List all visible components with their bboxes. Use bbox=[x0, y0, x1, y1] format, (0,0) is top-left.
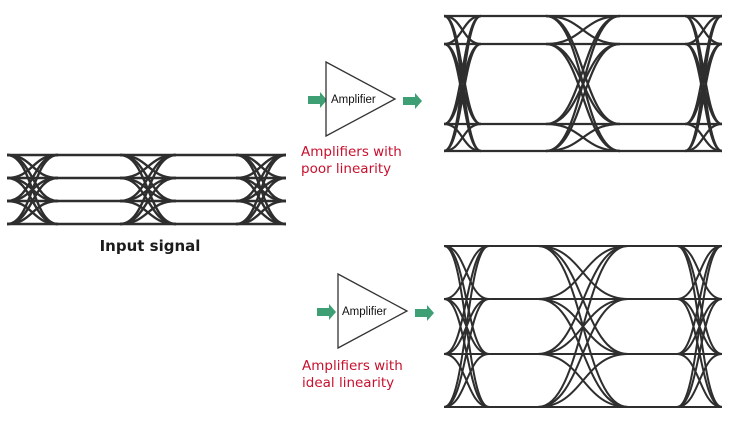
eye-transition-trace bbox=[443, 14, 482, 46]
amplifier-triangle-icon bbox=[325, 60, 397, 138]
eye-transition-trace bbox=[537, 245, 629, 355]
eye-transition-trace bbox=[443, 298, 490, 408]
eye-transition-trace bbox=[676, 298, 723, 408]
eye-transition-trace bbox=[545, 14, 621, 46]
eye-transition-trace bbox=[537, 353, 629, 408]
arrow-out-top bbox=[403, 93, 422, 109]
eye-transition-trace bbox=[6, 199, 59, 226]
eye-transition-trace bbox=[443, 122, 482, 153]
input-eye-diagram bbox=[6, 153, 287, 226]
eye-transition-trace bbox=[443, 14, 482, 153]
eye-transition-trace bbox=[676, 245, 723, 300]
ideal-linearity-caption-line2: ideal linearity bbox=[302, 375, 394, 391]
eye-transition-trace bbox=[545, 122, 621, 153]
poor-linearity-caption-line1: Amplifiers with bbox=[301, 144, 402, 160]
poor-linearity-eye-diagram bbox=[443, 14, 723, 153]
eye-transition-trace bbox=[537, 245, 629, 408]
amplifier-triangle-icon bbox=[337, 272, 409, 350]
eye-transition-trace bbox=[119, 199, 177, 226]
eye-transition-trace bbox=[676, 353, 723, 408]
eye-transition-trace bbox=[545, 14, 621, 126]
ideal-linearity-eye-diagram bbox=[443, 245, 723, 408]
eye-transition-trace bbox=[684, 122, 723, 153]
eye-transition-trace bbox=[443, 245, 490, 408]
eye-transition-trace bbox=[545, 42, 621, 153]
eye-transition-trace bbox=[537, 245, 629, 300]
eye-transition-trace bbox=[684, 14, 723, 153]
input-signal-label: Input signal bbox=[100, 237, 201, 255]
eye-transition-trace bbox=[684, 42, 723, 153]
amplifier-top-label: Amplifier bbox=[331, 94, 376, 106]
eye-transition-trace bbox=[443, 14, 482, 126]
eye-transition-trace bbox=[545, 14, 621, 153]
ideal-linearity-caption-line1: Amplifiers with bbox=[302, 358, 403, 374]
amplifier-top: Amplifier bbox=[325, 60, 397, 138]
arrow-out-bottom bbox=[415, 305, 434, 321]
amplifier-bottom: Amplifier bbox=[337, 272, 409, 350]
amplifier-bottom-label: Amplifier bbox=[342, 306, 387, 318]
eye-transition-trace bbox=[443, 353, 490, 408]
eye-transition-trace bbox=[684, 14, 723, 126]
eye-transition-trace bbox=[676, 245, 723, 408]
eye-transition-trace bbox=[443, 42, 482, 153]
eye-transition-trace bbox=[443, 245, 490, 300]
arrow-in-bottom bbox=[317, 304, 336, 320]
arrow-in-top bbox=[308, 92, 327, 108]
eye-transition-trace bbox=[684, 14, 723, 46]
eye-transition-trace bbox=[235, 199, 287, 226]
poor-linearity-caption-line2: poor linearity bbox=[301, 161, 391, 177]
eye-transition-trace bbox=[537, 298, 629, 408]
